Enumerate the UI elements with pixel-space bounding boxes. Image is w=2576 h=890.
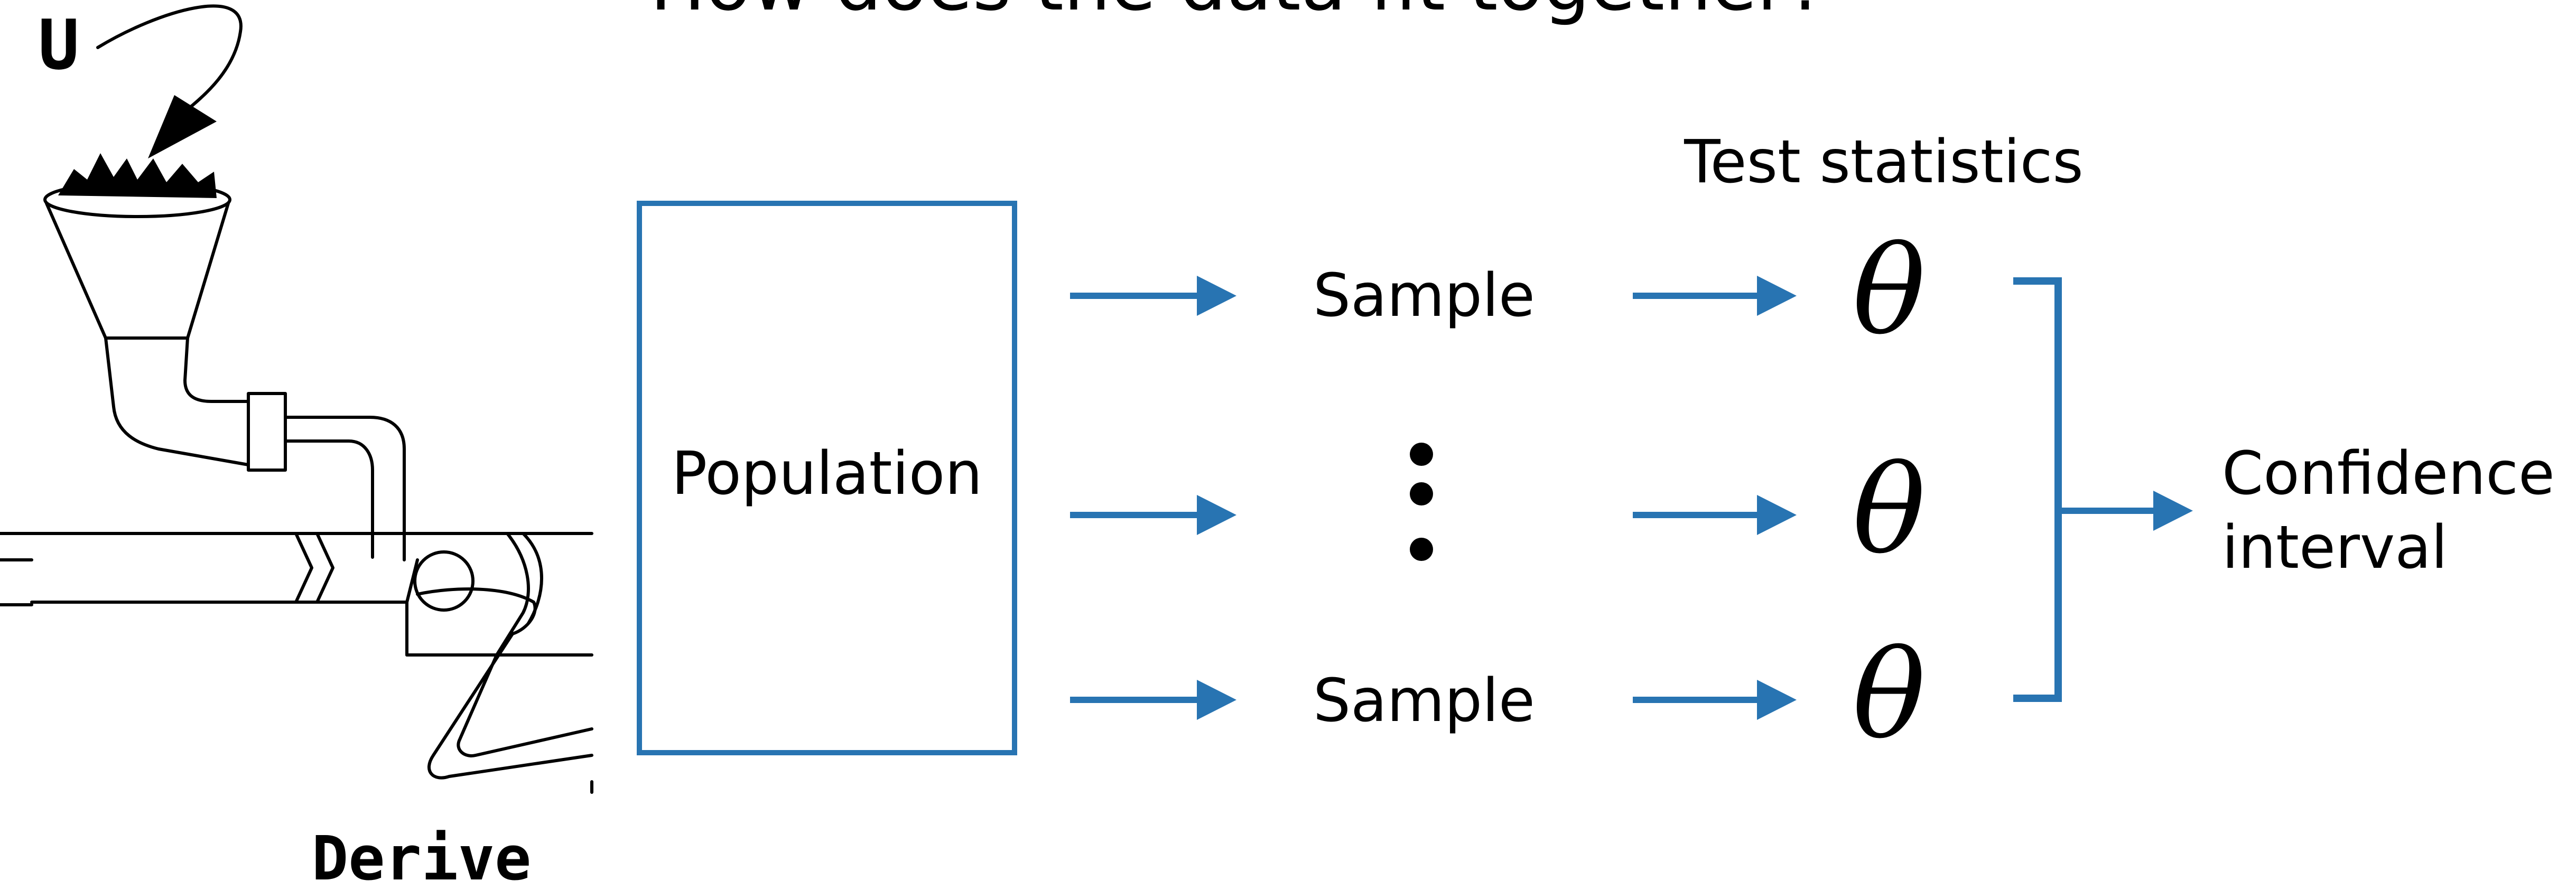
sample-row-3: Sample θ <box>1070 625 1926 766</box>
valve-icon <box>413 550 475 612</box>
derive-machine-illustration: U Derive <box>0 4 593 890</box>
pipe-segment-2 <box>183 336 250 403</box>
funnel-body <box>45 202 230 340</box>
pipe-coupling <box>247 392 287 472</box>
arrow-head-3a <box>1197 680 1236 720</box>
sample-row-2: θ <box>1070 440 1926 581</box>
arrow-head-result <box>2153 491 2193 531</box>
sample-label-3: Sample <box>1313 667 1535 735</box>
result-label-line2: interval <box>2222 513 2448 582</box>
pipe-coupling-2 <box>284 416 406 561</box>
valve-handle-2 <box>405 558 419 657</box>
arrow-head-2a <box>1197 495 1236 535</box>
arrow-head-3b <box>1757 680 1797 720</box>
theta-symbol-2: θ <box>1853 440 1926 581</box>
vertical-ellipsis <box>1410 443 1433 561</box>
theta-symbol-3: θ <box>1853 625 1926 766</box>
sampling-diagram: Population Test statistics Sample θ θ <box>637 128 2555 766</box>
funnel-rim <box>43 181 231 218</box>
sample-row-1: Sample θ <box>1070 221 1926 362</box>
lever-arm <box>457 532 593 757</box>
result-label-line1: Confidence <box>2222 439 2555 508</box>
pipe-joint <box>294 532 334 604</box>
arrow-head-1b <box>1757 276 1797 316</box>
bracket <box>2013 277 2062 702</box>
stats-header: Test statistics <box>1684 128 2083 196</box>
lever-arm-2 <box>522 532 543 625</box>
arrow-head-1a <box>1197 276 1236 316</box>
theta-symbol-1: θ <box>1853 221 1926 362</box>
sample-label-1: Sample <box>1313 261 1535 330</box>
pipe-coupling-3 <box>284 439 374 559</box>
curved-arrow-head <box>148 95 217 158</box>
population-label: Population <box>672 439 982 508</box>
funnel-contents <box>58 153 217 198</box>
input-letter: U <box>38 5 79 85</box>
curved-arrow-icon <box>96 4 243 115</box>
main-pipe-bottom <box>0 601 408 606</box>
arrow-head-2b <box>1757 495 1797 535</box>
page-title: How does the data fit together? <box>650 0 1827 27</box>
pipe-segment <box>104 336 250 466</box>
illustration-caption: Derive <box>312 823 531 890</box>
population-box <box>637 201 1017 755</box>
